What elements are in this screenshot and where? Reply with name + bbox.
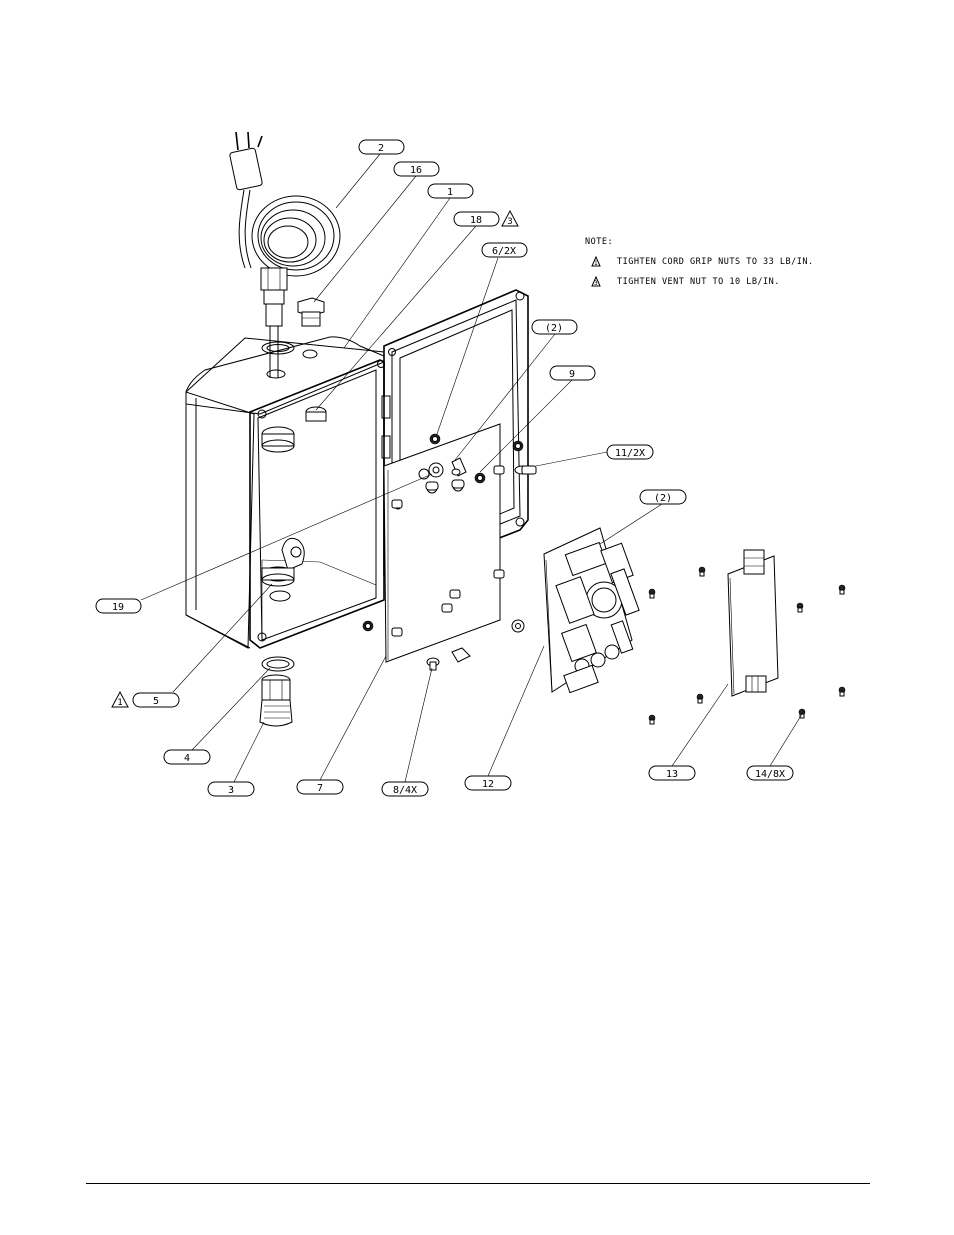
note-text: TIGHTEN VENT NUT TO 10 LB/IN. (617, 277, 780, 287)
plug-prong (258, 136, 262, 147)
footer-rule (86, 1183, 870, 1184)
display-pcb (728, 550, 778, 696)
svg-text:9: 9 (569, 369, 575, 380)
svg-text:7: 7 (317, 783, 323, 794)
callout-19: 19 (96, 599, 141, 613)
callout-2: 2 (359, 140, 404, 154)
callout-3: 3 (208, 782, 254, 796)
callout-4: 4 (164, 750, 210, 764)
note-item-1: 1 TIGHTEN CORD GRIP NUTS TO 33 LB/IN. (592, 257, 814, 267)
callout-1: 1 (428, 184, 473, 198)
note-item-2: 3 TIGHTEN VENT NUT TO 10 LB/IN. (592, 277, 780, 287)
svg-text:1: 1 (117, 698, 122, 708)
gasket (262, 657, 294, 671)
mounting-plate (384, 424, 504, 662)
callout-8-4x: 8/4X (382, 782, 428, 796)
svg-text:16: 16 (410, 165, 422, 176)
svg-text:(2): (2) (654, 493, 672, 504)
plug-prong (236, 132, 238, 150)
svg-text:2: 2 (378, 143, 384, 154)
svg-text:3: 3 (507, 217, 512, 227)
svg-text:3: 3 (228, 785, 234, 796)
svg-text:(2): (2) (545, 323, 563, 334)
plug-body (229, 148, 262, 191)
screw-6 (430, 434, 440, 444)
cord-grip (260, 675, 292, 726)
callout-9: 9 (550, 366, 595, 380)
note-text: TIGHTEN CORD GRIP NUTS TO 33 LB/IN. (617, 257, 814, 267)
power-cord (229, 132, 340, 378)
enclosure-base (186, 337, 390, 648)
svg-text:13: 13 (666, 769, 678, 780)
svg-text:4: 4 (184, 753, 190, 764)
grommet-11 (515, 466, 536, 474)
callout-2-paren: (2) (532, 320, 577, 334)
svg-text:6/2X: 6/2X (492, 246, 516, 257)
notes-heading: NOTE: (585, 237, 613, 247)
callout-13: 13 (649, 766, 695, 780)
svg-text:14/8X: 14/8X (755, 769, 785, 780)
power-pcb (544, 528, 639, 693)
note-marker: 1 (594, 260, 598, 267)
callout-11-2x: 11/2X (607, 445, 653, 459)
callout-18: 18 3 (454, 211, 518, 227)
svg-text:5: 5 (153, 696, 159, 707)
svg-text:8/4X: 8/4X (393, 785, 417, 796)
note-marker: 3 (594, 280, 598, 287)
svg-text:11/2X: 11/2X (615, 448, 645, 459)
vent-plug (298, 298, 324, 326)
plug-prong (248, 132, 249, 148)
callout-14-8x: 14/8X (747, 766, 793, 780)
svg-text:12: 12 (482, 779, 494, 790)
callout-12: 12 (465, 776, 511, 790)
screw-8 (427, 648, 470, 670)
svg-text:1: 1 (447, 187, 453, 198)
svg-text:19: 19 (112, 602, 124, 613)
screw-9 (475, 473, 485, 483)
callout-6-2x: 6/2X (482, 243, 527, 257)
callout-5: 1 5 (112, 692, 179, 708)
notes-block: NOTE: 1 TIGHTEN CORD GRIP NUTS TO 33 LB/… (585, 237, 814, 287)
svg-text:18: 18 (470, 215, 482, 226)
callout-7: 7 (297, 780, 343, 794)
callout-16: 16 (394, 162, 439, 176)
callout-2-paren-b: (2) (640, 490, 686, 504)
cord-grip-nut (261, 268, 287, 290)
